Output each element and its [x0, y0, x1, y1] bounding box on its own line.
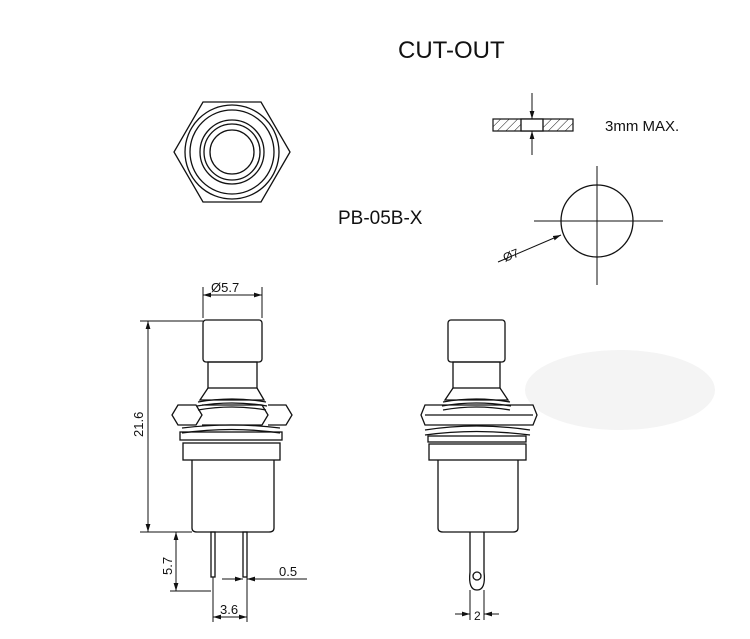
pin-length-dim: 5.7 — [160, 557, 175, 575]
cutout-title: CUT-OUT — [398, 37, 505, 64]
front-view — [140, 287, 307, 622]
panel-section — [492, 93, 574, 155]
button-diameter-dim: Ø5.7 — [211, 280, 239, 295]
pin-spacing-dim: 3.6 — [220, 602, 238, 617]
cutout-circle — [497, 166, 663, 285]
panel-thickness-label: 3mm MAX. — [605, 118, 679, 135]
side-view — [420, 319, 538, 620]
cutout-diameter-label: Ø7 — [501, 246, 521, 265]
top-view — [173, 101, 291, 203]
background-smudge — [525, 350, 715, 430]
lug-width-dim: 2 — [474, 609, 481, 623]
pin-thickness-dim: 0.5 — [279, 564, 297, 579]
overall-height-dim: 21.6 — [131, 412, 146, 437]
part-number: PB-05B-X — [338, 208, 423, 229]
